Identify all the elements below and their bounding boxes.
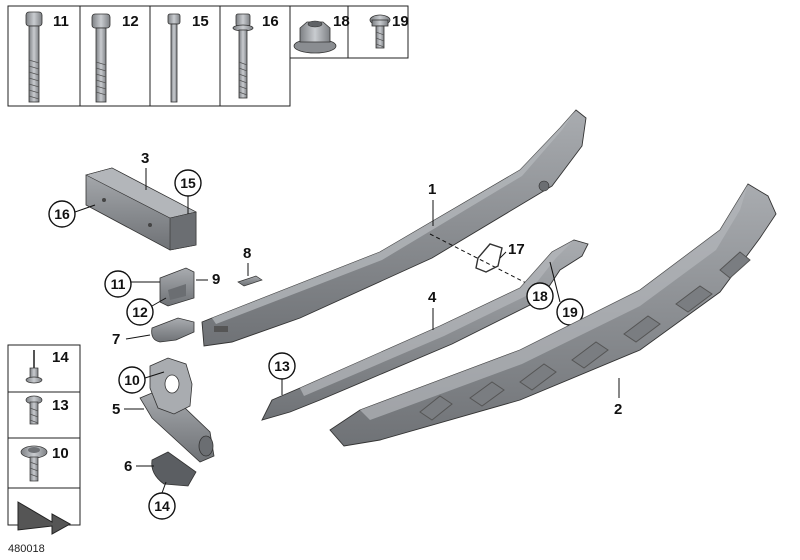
fastener-strip-side: 14 13 10 xyxy=(7,344,81,535)
fastener-number: 19 xyxy=(392,13,409,30)
callout-circle-16: 16 xyxy=(48,200,96,228)
part-1-beam xyxy=(201,109,587,347)
fastener-number: 14 xyxy=(52,349,69,366)
svg-text:12: 12 xyxy=(132,304,148,320)
part-3-bracket xyxy=(85,167,197,251)
washer-screw-icon xyxy=(20,445,48,482)
part-7-bracket xyxy=(151,317,195,343)
label-part-8: 8 xyxy=(243,245,251,262)
callout-circle-12: 12 xyxy=(126,297,167,326)
svg-text:19: 19 xyxy=(562,304,578,320)
flange-nut-icon xyxy=(293,20,337,54)
fastener-number: 15 xyxy=(192,13,209,30)
part-9-bracket xyxy=(159,267,195,307)
part-5-bracket xyxy=(139,357,215,463)
callout-circle-19: 19 xyxy=(549,261,584,326)
fastener-number: 18 xyxy=(333,13,350,30)
label-part-9: 9 xyxy=(212,271,220,288)
label-part-4: 4 xyxy=(428,289,437,306)
thin-bolt-icon xyxy=(167,13,181,103)
part-6-cap xyxy=(151,451,197,487)
part-2-absorber xyxy=(329,183,777,447)
svg-text:13: 13 xyxy=(274,358,290,374)
hex-bolt-icon xyxy=(91,13,111,103)
label-part-3: 3 xyxy=(141,150,149,167)
label-part-7: 7 xyxy=(112,331,120,348)
svg-text:10: 10 xyxy=(124,372,140,388)
label-part-2: 2 xyxy=(614,401,622,418)
fastener-number: 11 xyxy=(53,13,69,30)
label-part-17: 17 xyxy=(508,241,525,258)
fastener-number: 10 xyxy=(52,445,69,462)
svg-text:18: 18 xyxy=(532,288,548,304)
fastener-number: 16 xyxy=(262,13,279,30)
svg-text:16: 16 xyxy=(54,206,70,222)
short-screw-icon xyxy=(369,14,391,49)
fastener-number: 12 xyxy=(122,13,139,30)
part-8-clip xyxy=(237,275,263,287)
callout-circle-15: 15 xyxy=(174,169,202,214)
part-17-seal xyxy=(475,243,503,273)
fastener-number: 13 xyxy=(52,397,69,414)
svg-text:11: 11 xyxy=(111,276,126,292)
diagram-id: 480018 xyxy=(8,543,45,555)
self-tapping-screw-icon xyxy=(25,395,43,425)
svg-text:14: 14 xyxy=(154,498,170,514)
callout-circle-10: 10 xyxy=(118,366,165,394)
label-part-5: 5 xyxy=(112,401,120,418)
fastener-strip-top: 11 12 15 16 18 xyxy=(7,5,409,107)
long-bolt-icon xyxy=(25,11,43,103)
label-part-6: 6 xyxy=(124,458,132,475)
direction-arrow-icon xyxy=(17,501,72,535)
rivet-icon xyxy=(25,350,43,384)
svg-text:15: 15 xyxy=(180,175,196,191)
flange-bolt-icon xyxy=(232,13,254,99)
callout-circle-14: 14 xyxy=(148,481,176,520)
callout-circle-18: 18 xyxy=(526,282,554,310)
part-4-beam xyxy=(261,239,589,421)
callout-circle-13: 13 xyxy=(268,352,296,395)
callout-circle-11: 11 xyxy=(104,270,160,298)
label-part-1: 1 xyxy=(428,181,436,198)
